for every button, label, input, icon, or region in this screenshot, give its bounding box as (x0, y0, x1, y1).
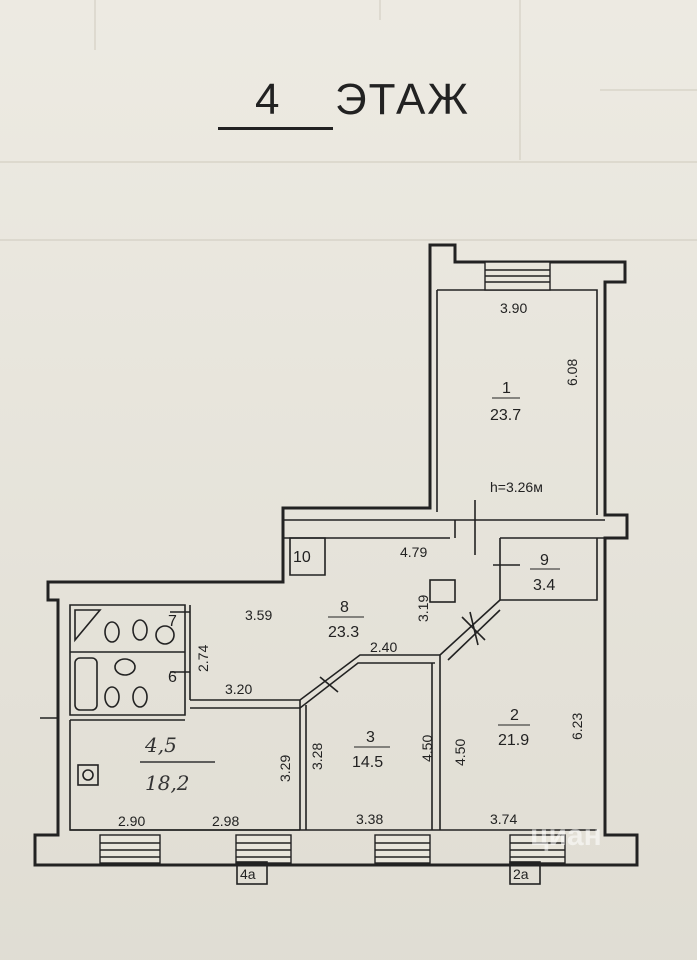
corner-sink-icon (74, 609, 102, 643)
exterior-wall-tower (33, 243, 639, 867)
room-8-area: 23.3 (328, 624, 359, 641)
room-2-number: 2 (510, 707, 519, 724)
dim-r8-step: 2.40 (370, 639, 397, 655)
room-9-walls (499, 538, 598, 601)
bidet-2-icon (132, 686, 148, 708)
balcony-4a-box (236, 861, 268, 885)
balcony-2a-label: 2а (513, 866, 529, 882)
dim-r2-left: 4.50 (452, 739, 468, 766)
window-room-1 (484, 261, 551, 291)
dim-bottom-d: 3.74 (490, 811, 517, 827)
toilet-icon (104, 621, 120, 643)
bottom-windows (99, 834, 566, 864)
room-10-number: 10 (293, 549, 311, 566)
dim-r2-right: 6.23 (569, 713, 585, 740)
floor-number-underline (218, 127, 333, 130)
room-3-walls (299, 663, 433, 830)
room-7-number: 7 (168, 613, 177, 630)
stove-icon (77, 764, 99, 786)
room-3-number: 3 (366, 729, 375, 746)
floor-word: ЭТАЖ (335, 75, 471, 124)
dim-r3-right: 4.50 (419, 735, 435, 762)
diagonal-wall-room-2 (439, 599, 501, 830)
dim-r1-length: 6.08 (564, 359, 580, 386)
room-8-number: 8 (340, 599, 349, 616)
balcony-2a-box (509, 861, 541, 885)
balcony-4a-label: 4а (240, 866, 256, 882)
room-10-walls (289, 537, 326, 576)
dim-corridor-width: 4.79 (400, 544, 427, 560)
dim-bottom-b: 2.98 (212, 813, 239, 829)
handwritten-area: 18,2 (145, 771, 190, 795)
bathroom-walls (69, 604, 191, 716)
room-3-area: 14.5 (352, 754, 383, 771)
ceiling-height: h=3.26м (490, 479, 543, 495)
bathtub-icon (74, 657, 98, 711)
sink-icon (114, 658, 136, 676)
room-1-area: 23.7 (490, 407, 521, 424)
bathroom-fixtures (74, 609, 175, 711)
bidet-icon (132, 619, 148, 641)
dim-bath-depth: 2.74 (195, 645, 211, 672)
watermark: циан (530, 819, 602, 852)
room-6-number: 6 (168, 669, 177, 686)
background-table-ghost (0, 0, 697, 241)
handwritten-rooms: 4,5 (144, 733, 177, 757)
floor-number: 4 (255, 75, 280, 124)
dim-r45-right: 3.29 (277, 755, 293, 782)
dim-r8-depth: 3.19 (415, 595, 431, 622)
door-room-3 (319, 676, 339, 693)
room-9-number: 9 (540, 552, 549, 569)
dim-r8-width: 3.59 (245, 607, 272, 623)
toilet-2-icon (104, 686, 120, 708)
floor-title: 4 ЭТАЖ (0, 75, 697, 135)
corridor-top-wall (283, 519, 605, 539)
dim-r3-left: 3.28 (309, 743, 325, 770)
dim-r1-width: 3.90 (500, 300, 527, 316)
dim-bottom-a: 2.90 (118, 813, 145, 829)
room-2-area: 21.9 (498, 732, 529, 749)
room-9-area: 3.4 (533, 577, 555, 594)
dim-r45-top: 3.20 (225, 681, 252, 697)
ventilation-shaft (429, 579, 456, 603)
room-1-number: 1 (502, 380, 511, 397)
washbasin-icon (155, 625, 175, 645)
door-room-1 (454, 500, 476, 555)
dim-bottom-c: 3.38 (356, 811, 383, 827)
